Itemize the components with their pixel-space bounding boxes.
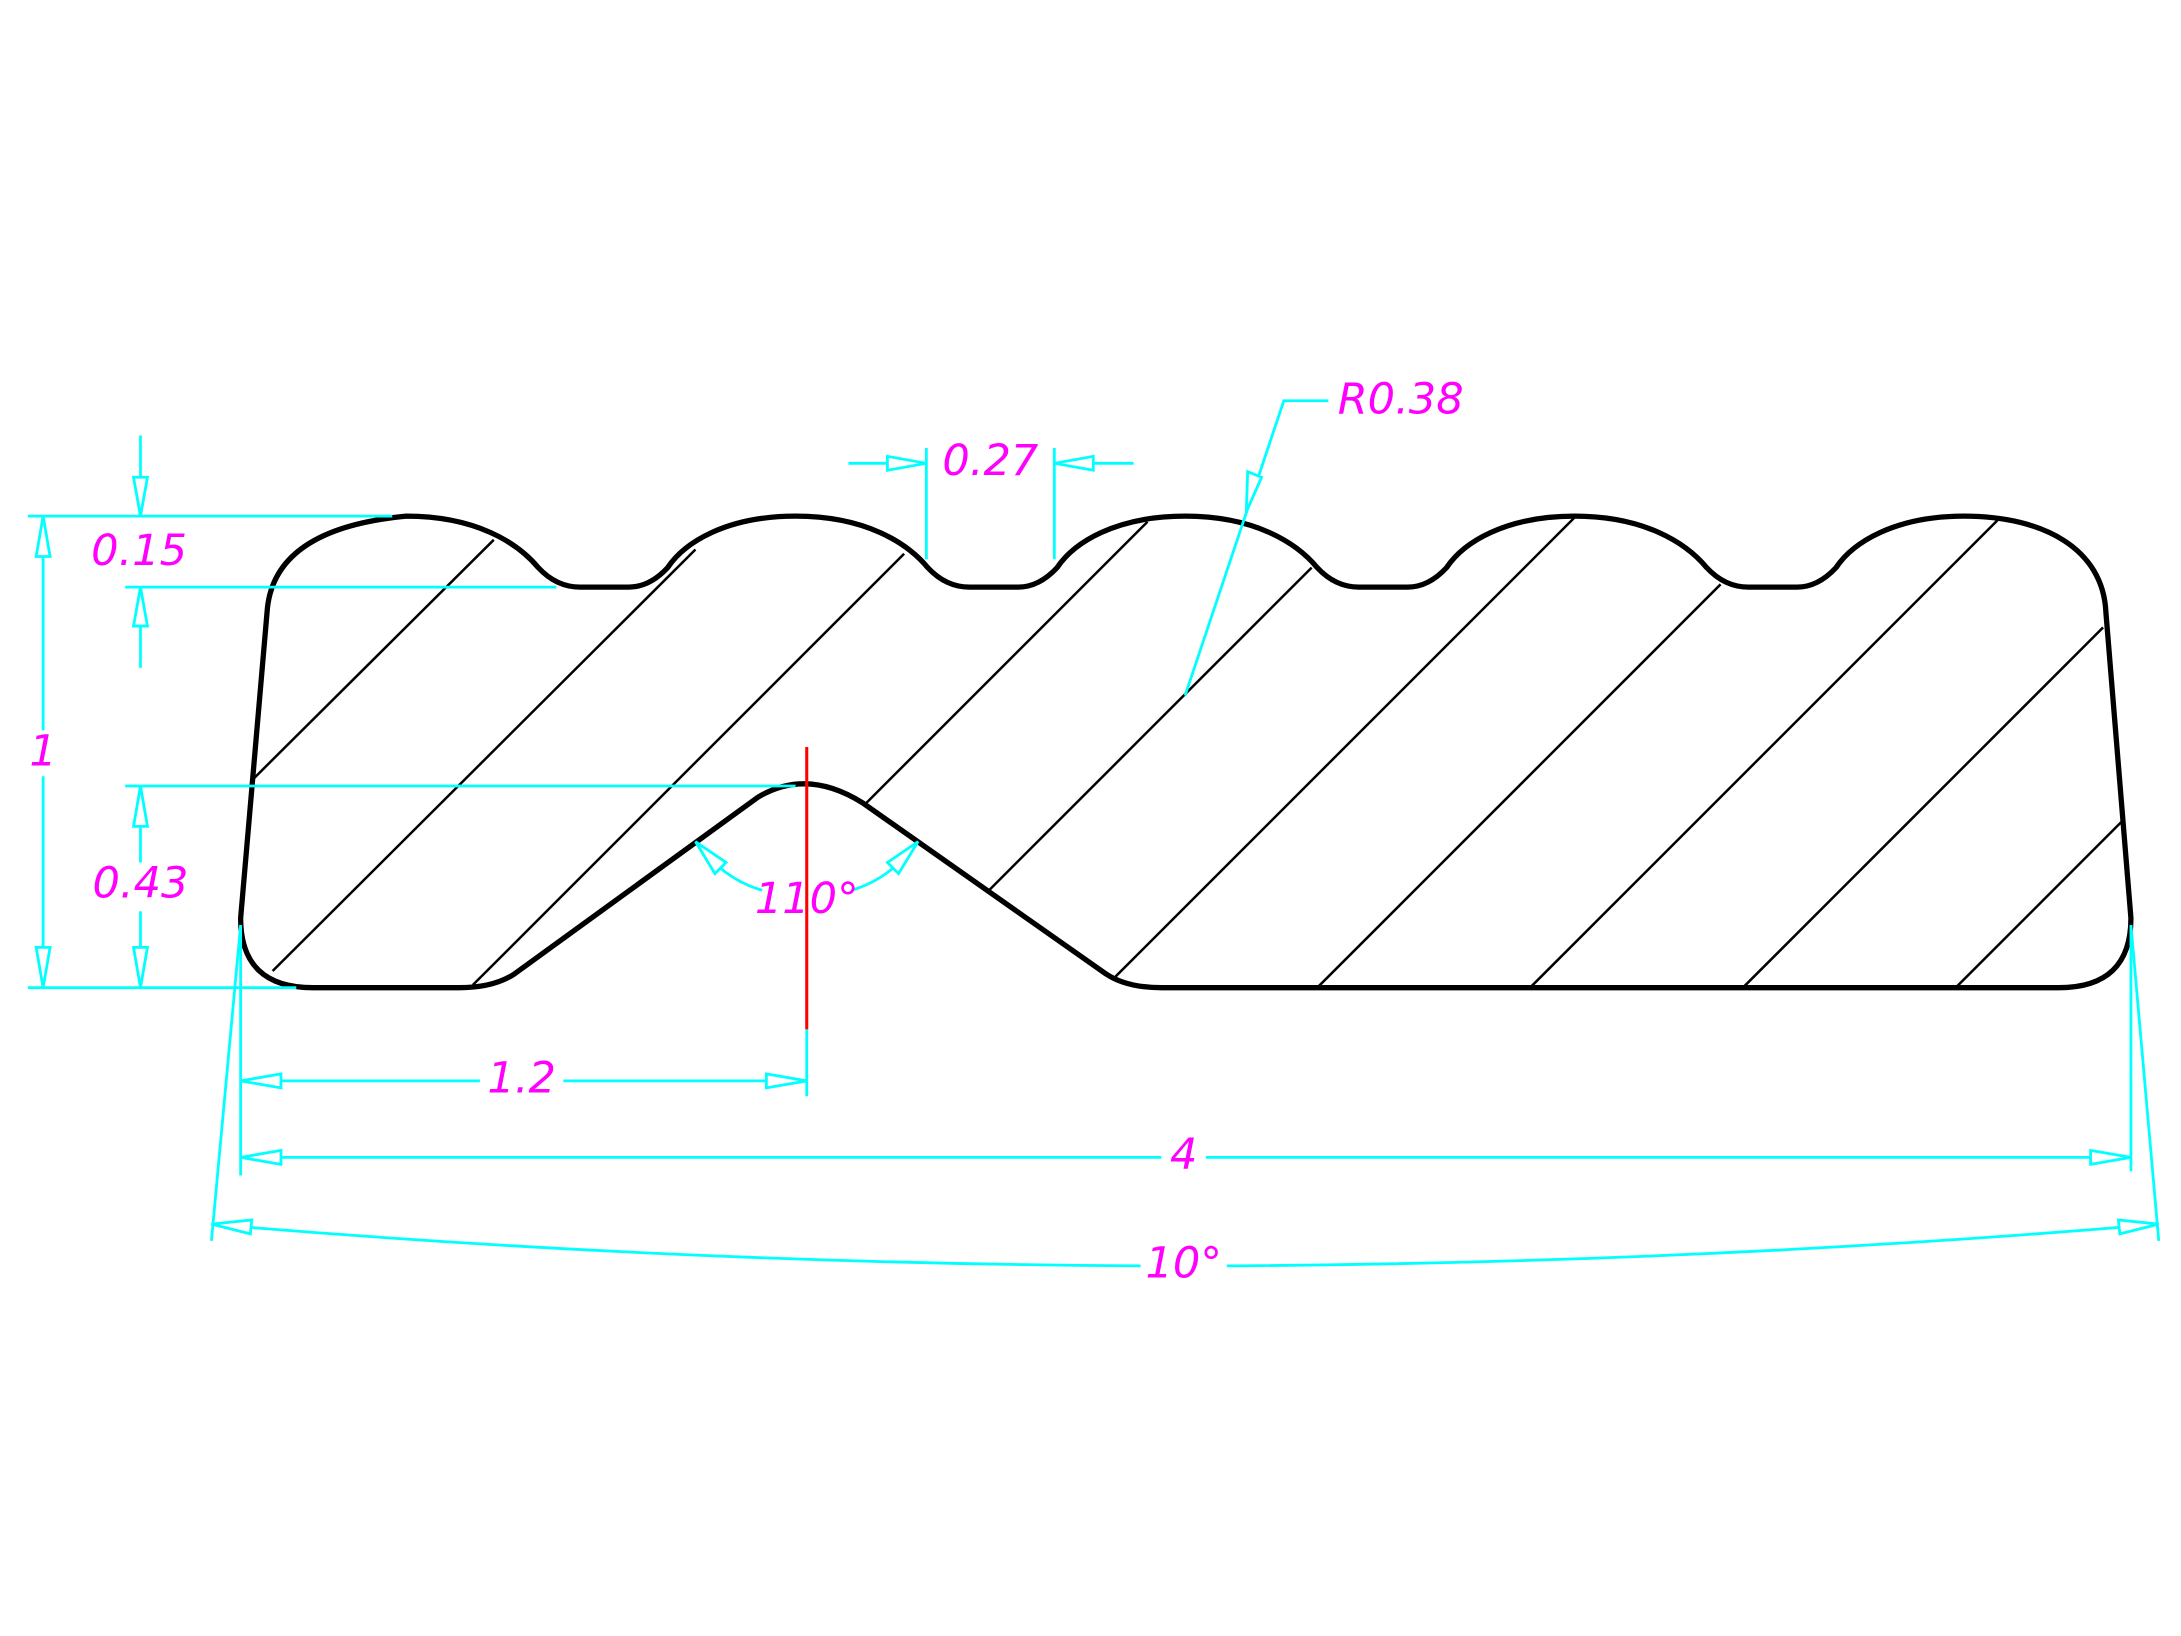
svg-text:1.2: 1.2 <box>487 1053 556 1103</box>
dim-total-length: 4 <box>240 925 2133 1180</box>
svg-text:1: 1 <box>29 727 56 777</box>
svg-text:0.27: 0.27 <box>942 436 1039 486</box>
dim-taper-angle: 10° <box>210 924 2161 1288</box>
svg-text:110°: 110° <box>755 874 859 924</box>
dim-tooth-depth: 0.15 <box>27 435 557 668</box>
dim-notch-angle: 110° <box>694 840 920 924</box>
dim-radius-leader: R0.38 <box>1183 375 1464 697</box>
section-hatching <box>252 515 2123 989</box>
dim-notch-height: 0.43 <box>27 784 796 990</box>
svg-text:0.43: 0.43 <box>92 859 188 909</box>
svg-text:10°: 10° <box>1145 1238 1221 1288</box>
dim-total-height: 1 <box>29 515 57 988</box>
profile-outline <box>237 513 2134 991</box>
dim-trough-width: 0.27 <box>848 436 1134 560</box>
svg-text:0.15: 0.15 <box>91 526 187 576</box>
dim-notch-offset: 1.2 <box>239 925 809 1176</box>
svg-text:4: 4 <box>1170 1130 1197 1180</box>
svg-text:R0.38: R0.38 <box>1338 375 1464 425</box>
